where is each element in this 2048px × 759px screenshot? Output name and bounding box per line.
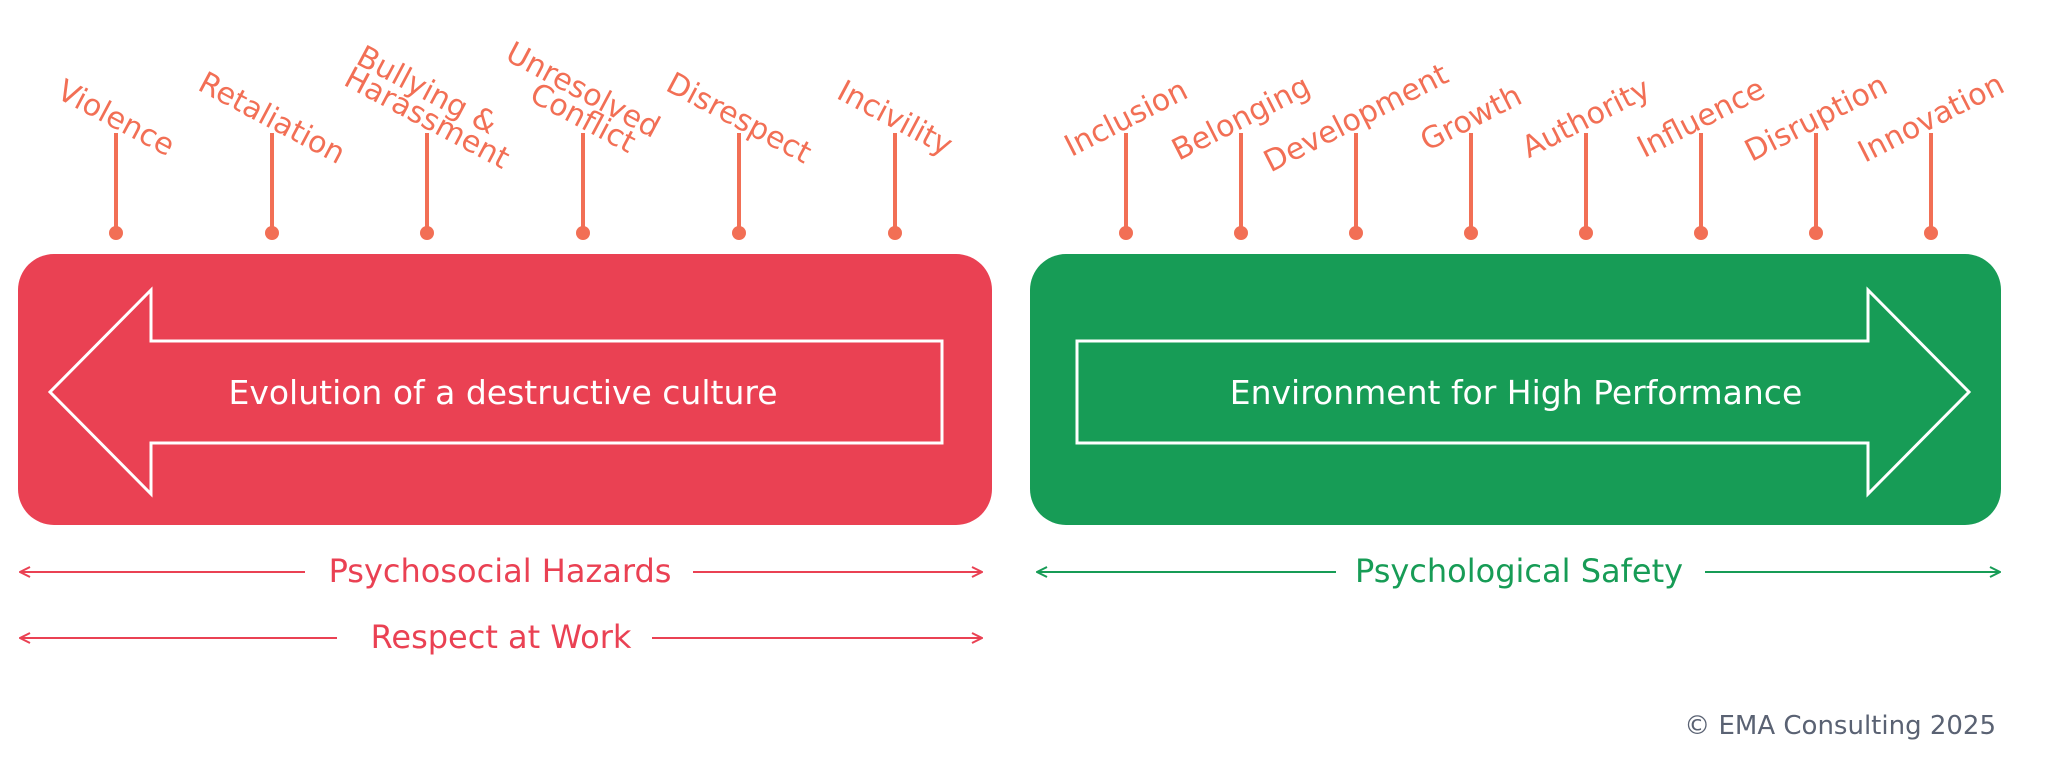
destructive-culture-box (18, 254, 992, 525)
hazard-factor-disrespect: Disrespect (661, 66, 817, 240)
hazard-factor-violence: Violence (51, 73, 180, 240)
safety-factor-authority: Authority (1516, 71, 1656, 240)
high-performance-panel: Environment for High Performance (1030, 254, 2001, 525)
pin-dot (576, 226, 590, 240)
psychological-safety-label: Psychological Safety (1355, 552, 1683, 590)
safety-factor-pins: InclusionBelongingDevelopmentGrowthAutho… (1059, 57, 2010, 240)
hazard-factor-incivility: Incivility (831, 74, 958, 240)
right-arrow-outline (1075, 286, 1972, 498)
pin-dot (1694, 226, 1708, 240)
psychological-safety-range: Psychological Safety (1037, 552, 2000, 590)
safety-factor-inclusion: Inclusion (1059, 73, 1193, 240)
pin-dot (420, 226, 434, 240)
psychosocial-hazards-label: Psychosocial Hazards (329, 552, 672, 590)
pin-dot (265, 226, 279, 240)
psychosocial-hazards-range: Psychosocial Hazards (20, 552, 982, 590)
respect-at-work-range: Respect at Work (20, 618, 982, 656)
safety-factor-growth: Growth (1415, 78, 1528, 240)
destructive-culture-label: Evolution of a destructive culture (228, 373, 777, 412)
pin-dot (1349, 226, 1363, 240)
high-performance-box (1030, 254, 2001, 525)
copyright-text: © EMA Consulting 2025 (1684, 711, 1996, 741)
left-arrow-outline (47, 286, 944, 498)
destructive-culture-panel: Evolution of a destructive culture (18, 254, 992, 525)
pin-dot (109, 226, 123, 240)
pin-dot (1119, 226, 1133, 240)
hazard-factor-bullying-and-harassment: Bullying &Harassment (338, 39, 515, 240)
pin-dot (1579, 226, 1593, 240)
pin-dot (732, 226, 746, 240)
high-performance-label: Environment for High Performance (1230, 373, 1803, 412)
respect-at-work-label: Respect at Work (371, 618, 632, 656)
pin-dot (1924, 226, 1938, 240)
hazard-factor-retaliation: Retaliation (193, 65, 351, 240)
pin-dot (1234, 226, 1248, 240)
pin-dot (1809, 226, 1823, 240)
pin-dot (1464, 226, 1478, 240)
pin-dot (888, 226, 902, 240)
